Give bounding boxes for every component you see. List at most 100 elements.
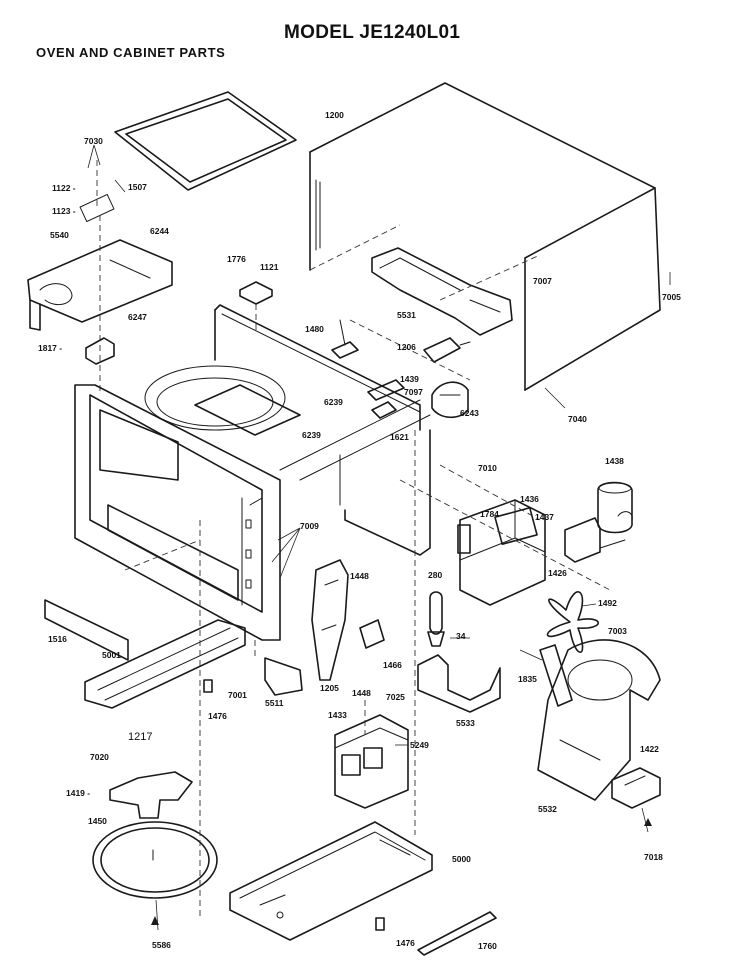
label-1436: 1436 <box>520 494 539 504</box>
part-5001-rail <box>84 619 246 709</box>
label-5000: 5000 <box>452 854 471 864</box>
part-1419-coupler <box>109 771 193 819</box>
arrow-markers <box>151 818 652 925</box>
label-1419: 1419 - <box>66 788 90 798</box>
label-5532: 5532 <box>538 804 557 814</box>
part-1438-capacitor <box>597 481 633 534</box>
part-5000-base-plate <box>229 821 433 941</box>
part-1433-relay <box>334 714 409 809</box>
label-1439: 1439 <box>400 374 419 384</box>
part-1480-interlock <box>331 319 359 359</box>
part-1466-actuator <box>359 619 385 649</box>
label-5586: 5586 <box>152 940 171 950</box>
label-5540: 5540 <box>50 230 69 240</box>
label-1480: 1480 <box>305 324 324 334</box>
part-1436-transformer <box>459 499 546 606</box>
label-1448-a: 1448 <box>350 571 369 581</box>
label-6239-b: 6239 <box>302 430 321 440</box>
label-7040: 7040 <box>568 414 587 424</box>
label-7009: 7009 <box>300 521 319 531</box>
label-7030: 7030 <box>84 136 103 146</box>
label-1200: 1200 <box>325 110 344 120</box>
label-6243: 6243 <box>460 408 479 418</box>
label-1507: 1507 <box>128 182 147 192</box>
part-1776-bracket <box>239 281 273 330</box>
part-1422-bracket <box>611 767 661 809</box>
label-7020: 7020 <box>90 752 109 762</box>
label-7007: 7007 <box>533 276 552 286</box>
label-1476-b: 1476 <box>396 938 415 948</box>
part-1507-tray-frame <box>114 91 297 191</box>
label-1123: 1123 - <box>52 206 76 216</box>
part-1817-bracket <box>85 337 115 365</box>
label-1448-b: 1448 <box>352 688 371 698</box>
label-1433: 1433 <box>328 710 347 720</box>
label-1426: 1426 <box>548 568 567 578</box>
label-5533: 5533 <box>456 718 475 728</box>
part-1516-strip <box>44 599 129 661</box>
label-7010: 7010 <box>478 463 497 473</box>
alignment-lines <box>124 254 611 920</box>
label-1817: 1817 - <box>38 343 62 353</box>
label-1760: 1760 <box>478 941 497 951</box>
label-5511: 5511 <box>265 698 284 708</box>
label-1784: 1784 <box>480 509 499 519</box>
part-1205-latch <box>311 559 349 681</box>
diagram-title: MODEL JE1240L01 <box>284 22 461 43</box>
label-7097: 7097 <box>404 387 423 397</box>
label-1206: 1206 <box>397 342 416 352</box>
label-1217: 1217 <box>128 731 152 743</box>
label-1205: 1205 <box>320 683 339 693</box>
label-34: 34 <box>456 631 466 641</box>
part-1835-heater <box>539 644 573 707</box>
label-7003: 7003 <box>608 626 627 636</box>
part-1492-fan-blade <box>546 591 599 653</box>
part-5533-bracket <box>417 654 501 713</box>
part-labels: 1200 7030 1507 1122 - 1123 - 6244 5540 1… <box>38 110 681 951</box>
part-5531-top-bracket <box>371 247 513 336</box>
part-1200-outer-cabinet <box>309 82 661 391</box>
label-1450: 1450 <box>88 816 107 826</box>
label-1835: 1835 <box>518 674 537 684</box>
part-1439-switch <box>367 379 405 419</box>
label-7018: 7018 <box>644 852 663 862</box>
label-1121: 1121 <box>260 262 279 272</box>
part-1760-foot-strip <box>417 911 497 956</box>
label-6247: 6247 <box>128 312 147 322</box>
diagram-subtitle: OVEN AND CABINET PARTS <box>36 45 226 60</box>
part-1784-spacer <box>457 524 471 554</box>
label-280: 280 <box>428 570 442 580</box>
part-1476-foot <box>203 679 385 931</box>
part-1437-bracket <box>564 517 626 563</box>
label-1422: 1422 <box>640 744 659 754</box>
label-7001: 7001 <box>228 690 247 700</box>
leader-lines <box>87 144 671 931</box>
label-5001: 5001 <box>102 650 121 660</box>
label-1122: 1122 - <box>52 183 76 193</box>
label-1466: 1466 <box>383 660 402 670</box>
part-5511-bracket <box>264 657 303 696</box>
label-5531: 5531 <box>397 310 416 320</box>
label-6239-a: 6239 <box>324 397 343 407</box>
label-7005: 7005 <box>662 292 681 302</box>
part-1206-thermal-cutout <box>423 337 471 363</box>
label-1776: 1776 <box>227 254 246 264</box>
label-5249: 5249 <box>410 740 429 750</box>
part-5532-fan-duct <box>537 639 661 801</box>
label-6244: 6244 <box>150 226 169 236</box>
part-6243-fuse-holder <box>431 381 469 419</box>
label-1438: 1438 <box>605 456 624 466</box>
label-1621: 1621 <box>390 432 409 442</box>
part-oven-cavity <box>144 304 431 556</box>
part-5540-fan-housing <box>27 160 173 395</box>
label-7025: 7025 <box>386 692 405 702</box>
label-1492: 1492 <box>598 598 617 608</box>
label-1476-a: 1476 <box>208 711 227 721</box>
part-1450-roller-ring <box>92 821 218 899</box>
label-1437: 1437 <box>535 512 554 522</box>
part-front-panel <box>74 384 281 641</box>
label-1516: 1516 <box>48 634 67 644</box>
part-280-lamp <box>427 591 445 647</box>
